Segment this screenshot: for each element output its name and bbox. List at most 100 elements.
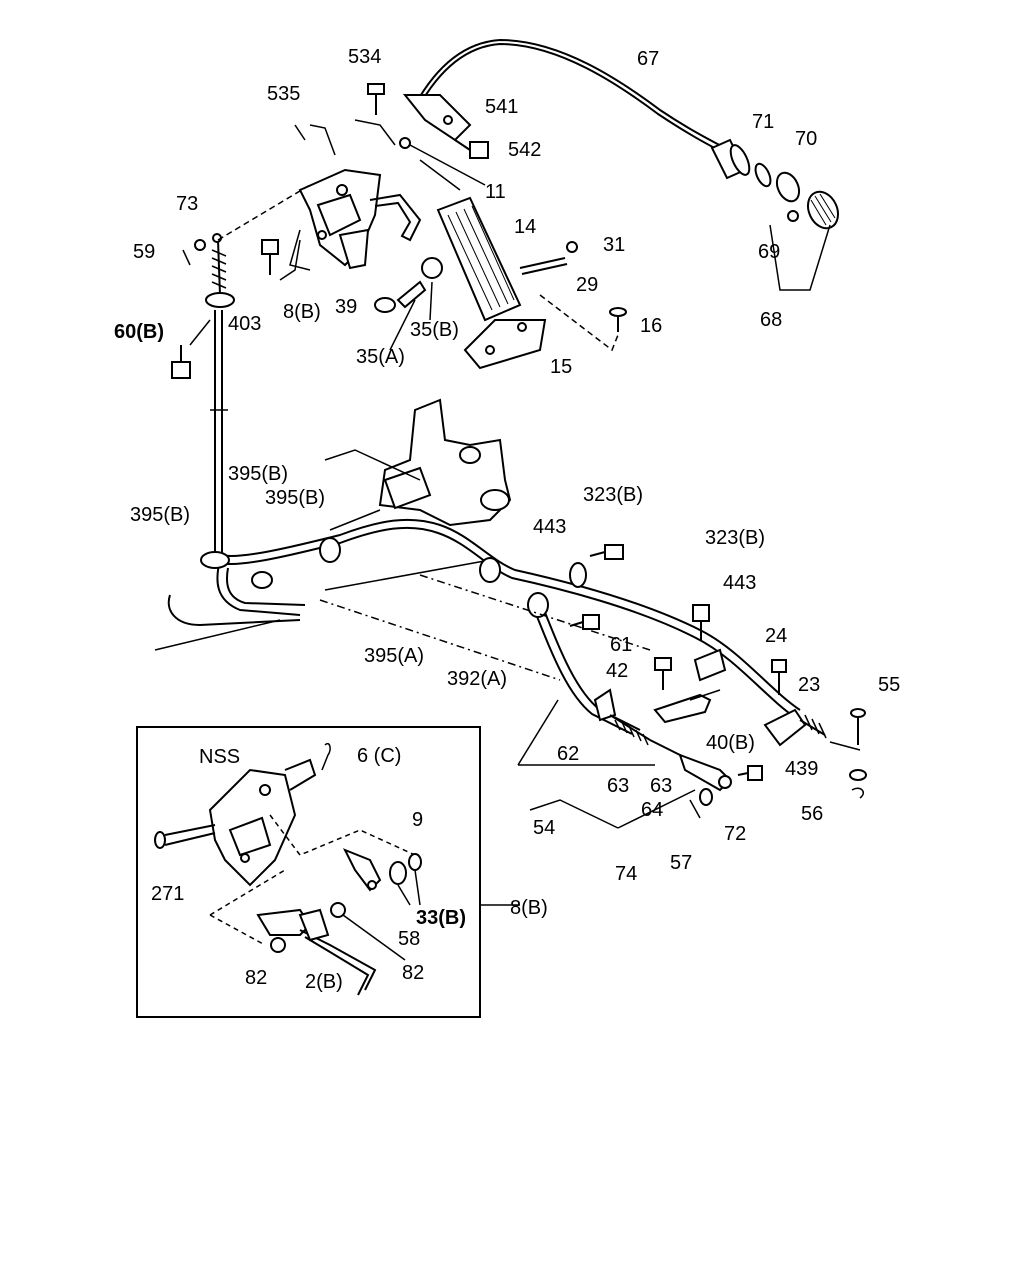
screw-69 (787, 210, 799, 222)
bracket-541 (402, 94, 472, 142)
label-29: 29 (576, 274, 598, 296)
leader-535 (309, 124, 336, 156)
label-60b: 60(B) (114, 321, 164, 343)
label-69: 69 (758, 241, 780, 263)
label-23: 23 (798, 674, 820, 696)
bolt-323b-1 (589, 544, 624, 560)
accelerator-cable-67 (414, 38, 726, 153)
label-392a: 392(A) (447, 668, 507, 690)
label-64: 64 (641, 799, 663, 821)
pin-29 (519, 257, 568, 275)
label-72: 72 (724, 823, 746, 845)
label-11: 11 (485, 181, 506, 203)
nut-70 (775, 171, 801, 203)
label-6c: 6 (C) (357, 745, 401, 767)
label-395b-2: 395(B) (265, 487, 325, 509)
label-nss: NSS (199, 746, 240, 768)
ball-35b (421, 257, 443, 279)
label-57: 57 (670, 852, 692, 874)
bolt-24 (771, 659, 787, 695)
label-31: 31 (603, 234, 625, 256)
leader-54 (517, 699, 696, 829)
nut-39 (374, 297, 396, 313)
label-73: 73 (176, 193, 198, 215)
label-24: 24 (765, 625, 787, 647)
leader-68 (769, 224, 831, 291)
nss-bracket (208, 758, 317, 887)
label-443-2: 443 (723, 572, 756, 594)
clamp-443 (693, 648, 727, 682)
label-35a: 35(A) (356, 346, 405, 368)
label-68: 68 (760, 309, 782, 331)
bolt-403 (261, 239, 279, 275)
label-82b: 82 (402, 962, 424, 984)
bolt-42 (654, 657, 672, 690)
bolt-11 (399, 137, 411, 149)
pin-535 (294, 124, 306, 141)
label-67: 67 (637, 48, 659, 70)
clip-6c (321, 743, 331, 771)
label-8b-top: 8(B) (283, 301, 321, 323)
label-8b-box: 8(B) (510, 897, 548, 919)
clamps-395b (200, 537, 587, 589)
pedal-base-15 (463, 319, 547, 370)
label-59: 59 (133, 241, 155, 263)
label-63b: 63 (650, 775, 672, 797)
label-535: 535 (267, 83, 300, 105)
label-541: 541 (485, 96, 518, 118)
label-443-1: 443 (533, 516, 566, 538)
bolt-542 (454, 139, 489, 159)
pin-74 (689, 799, 701, 819)
label-542: 542 (508, 139, 541, 161)
label-62: 62 (557, 743, 579, 765)
bracket-40b (653, 689, 721, 724)
label-35b: 35(B) (410, 319, 459, 341)
clip-31 (566, 241, 578, 253)
label-71: 71 (752, 111, 774, 133)
nut-82b (330, 902, 346, 918)
rod-vertical (210, 310, 228, 560)
label-403: 403 (228, 313, 261, 335)
bolt-61 (569, 614, 600, 630)
screw-16 (609, 307, 627, 332)
label-395b-3: 395(B) (130, 504, 190, 526)
label-9: 9 (412, 809, 423, 831)
label-395a: 395(A) (364, 645, 424, 667)
label-2b: 2(B) (305, 971, 343, 993)
label-271: 271 (151, 883, 184, 905)
washer-439 (849, 769, 867, 781)
nss-inset-box (136, 726, 481, 1018)
bolt-72 (737, 765, 763, 781)
engine-throttle-body (324, 398, 512, 531)
leader-8b (289, 229, 311, 271)
label-55: 55 (878, 674, 900, 696)
label-42: 42 (606, 660, 628, 682)
bolt-60b (171, 345, 191, 379)
label-56: 56 (801, 803, 823, 825)
leader-73 (217, 184, 311, 241)
bolt-534 (367, 83, 385, 115)
lever-58 (342, 848, 382, 892)
label-534: 534 (348, 46, 381, 68)
spring-73 (205, 233, 235, 308)
label-323b-2: 323(B) (705, 527, 765, 549)
cable-end-fitting-71 (710, 138, 772, 188)
bolt-35a (396, 280, 427, 309)
clip-56 (851, 787, 864, 799)
bracket-23 (763, 708, 827, 747)
label-61: 61 (610, 634, 632, 656)
clip-59 (182, 239, 206, 266)
label-74: 74 (615, 863, 637, 885)
dashed-guide-1 (319, 599, 561, 681)
bolt-323b-2 (692, 604, 710, 640)
pin-55 (850, 708, 866, 745)
label-40b: 40(B) (706, 732, 755, 754)
label-395b-1: 395(B) (228, 463, 288, 485)
dashed-guide-2 (419, 574, 651, 651)
lever-63 (678, 753, 732, 792)
label-439: 439 (785, 758, 818, 780)
bolt-271 (154, 824, 216, 849)
label-58: 58 (398, 928, 420, 950)
accelerator-pedal-14 (436, 196, 522, 322)
nut-82a (270, 937, 286, 953)
